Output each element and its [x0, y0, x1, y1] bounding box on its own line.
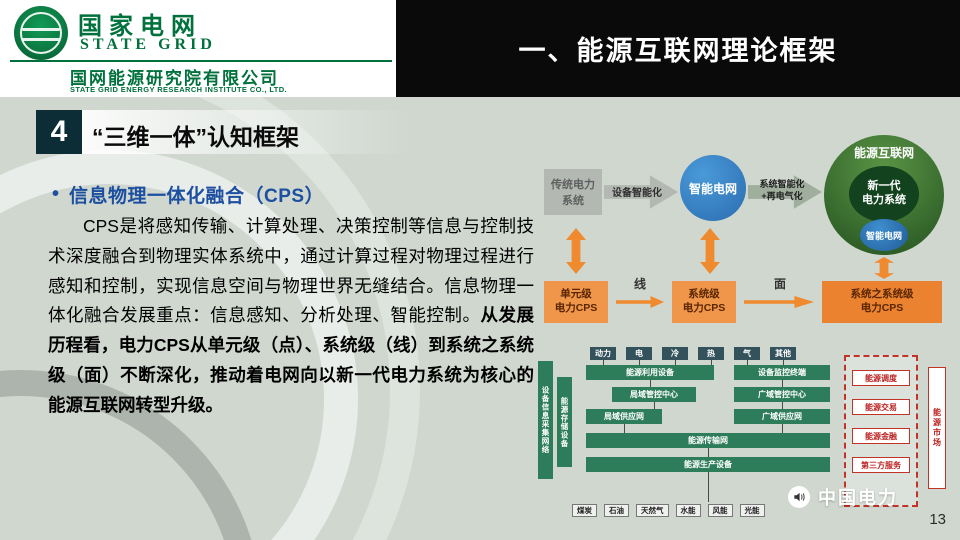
unit-level-cps-box: 单元级 电力CPS [544, 281, 608, 323]
connector-line [782, 380, 783, 387]
energy-source-tag: 光能 [739, 504, 765, 517]
system-of-systems-cps-box: 系统之系统级 电力CPS [822, 281, 942, 323]
connector-line [654, 402, 655, 409]
bullet-heading: 信息物理一体化融合（CPS） [69, 186, 325, 207]
connector-line [603, 360, 604, 365]
new-generation-power-system-circle: 新一代 电力系统 [849, 166, 919, 222]
connector-line [639, 360, 640, 365]
load-tag: 电 [626, 347, 652, 360]
energy-transmission-network-box: 能源传输网 [586, 433, 830, 448]
market-service-box: 能源调度 [852, 370, 910, 386]
vertical-double-arrow-icon [874, 257, 894, 279]
logo-band [22, 38, 60, 41]
connector-line [783, 360, 784, 365]
energy-source-tag: 天然气 [636, 504, 669, 517]
cps-evolution-diagram: 传统电力系统 设备智能化 智能电网 系统智能化 +再电气化 能源互联网 新一代 … [538, 133, 952, 333]
right-arrow-icon [744, 296, 814, 308]
logo-ring [20, 12, 62, 54]
connector-line [782, 402, 783, 409]
energy-source-tag: 煤炭 [572, 504, 597, 517]
arrow2-label: 系统智能化 +再电气化 [759, 179, 805, 201]
traditional-power-system-box: 传统电力系统 [544, 169, 602, 215]
section-heading-strip [82, 110, 412, 154]
energy-market-vertical-box: 能源市场 [928, 367, 946, 489]
energy-source-tag: 风能 [707, 504, 733, 517]
bullet-icon: • [52, 183, 60, 205]
connector-line [675, 360, 676, 365]
market-service-box: 能源金融 [852, 428, 910, 444]
smart-grid-inner-circle: 智能电网 [860, 219, 908, 251]
market-services-panel: 能源调度能源交易能源金融第三方服务 [844, 355, 918, 507]
primary-energy-row: 煤炭石油天然气水能风能光能 [572, 504, 765, 517]
energy-internet-circle: 能源互联网 新一代 电力系统 智能电网 [824, 135, 944, 255]
device-monitoring-terminal-box: 设备监控终端 [734, 365, 830, 380]
body-text-normal: CPS是将感知传输、计算处理、决策控制等信息与控制技术深度融合到物理实体系统中，… [48, 216, 534, 326]
state-grid-logo-icon [14, 6, 68, 60]
section-number-badge: 4 [36, 110, 82, 154]
brand-name-en: STATE GRID [80, 36, 216, 53]
connector-line [624, 424, 625, 433]
header-divider [10, 60, 392, 62]
smart-grid-circle: 智能电网 [680, 155, 746, 221]
energy-internet-label: 能源互联网 [853, 146, 914, 160]
connector-line [782, 424, 783, 433]
local-control-center-box: 局域管控中心 [612, 387, 696, 402]
plane-link-label: 面 [774, 277, 787, 291]
local-supply-network-box: 局域供应网 [586, 409, 662, 424]
wide-area-supply-network-box: 广域供应网 [734, 409, 830, 424]
body-paragraph: CPS是将感知传输、计算处理、决策控制等信息与控制技术深度融合到物理实体系统中，… [48, 212, 534, 420]
line-link-label: 线 [634, 277, 647, 291]
slide-title: 一、能源互联网理论框架 [518, 36, 838, 66]
vertical-double-arrow-icon [566, 228, 586, 274]
load-tag: 动力 [590, 347, 616, 360]
body-text-bold: 从发展历程看，电力CPS从单元级（点）、系统级（线）到系统之系统级（面）不断深化… [48, 305, 535, 415]
speaker-icon [788, 486, 810, 508]
wide-area-control-center-box: 广域管控中心 [734, 387, 830, 402]
energy-source-tag: 石油 [604, 504, 629, 517]
right-arrow-icon [616, 296, 664, 308]
connector-line [711, 360, 712, 365]
energy-utilization-box: 能源利用设备 [586, 365, 714, 380]
logo-band [22, 28, 60, 31]
arrow1-label: 设备智能化 [612, 188, 662, 199]
system-level-cps-box: 系统级 电力CPS [672, 281, 736, 323]
company-name-cn: 国网能源研究院有限公司 [70, 69, 279, 88]
connector-line [708, 448, 709, 457]
market-service-box: 能源交易 [852, 399, 910, 415]
device-info-network-vertical-box: 设备信息采集网络 [538, 361, 553, 479]
energy-internet-architecture-diagram: 动力电冷热气其他 设备信息采集网络 能源存储设备 能源利用设备 设备监控终端 局… [538, 347, 952, 530]
page-number: 13 [929, 511, 946, 528]
load-types-row: 动力电冷热气其他 [590, 347, 796, 360]
load-tag: 气 [734, 347, 760, 360]
brand-name-cn: 国家电网 [78, 13, 202, 40]
watermark: 中国电力 [788, 484, 898, 510]
load-tag: 热 [698, 347, 724, 360]
vertical-double-arrow-icon [700, 228, 720, 274]
connector-line [650, 380, 651, 387]
title-block: 一、能源互联网理论框架 [396, 0, 960, 97]
bullet-row: • 信息物理一体化融合（CPS） [52, 181, 324, 208]
energy-storage-vertical-box: 能源存储设备 [557, 377, 572, 467]
connector-line [747, 360, 748, 365]
section-title: “三维一体”认知框架 [92, 124, 299, 150]
company-name-en: STATE GRID ENERGY RESEARCH INSTITUTE CO.… [70, 85, 288, 94]
header-bar: 国家电网 STATE GRID 国网能源研究院有限公司 STATE GRID E… [0, 0, 960, 97]
energy-production-box: 能源生产设备 [586, 457, 830, 472]
load-tag: 其他 [770, 347, 796, 360]
load-tag: 冷 [662, 347, 688, 360]
connector-line [708, 472, 709, 502]
market-service-box: 第三方服务 [852, 457, 910, 473]
energy-source-tag: 水能 [675, 504, 701, 517]
watermark-text: 中国电力 [818, 488, 898, 508]
